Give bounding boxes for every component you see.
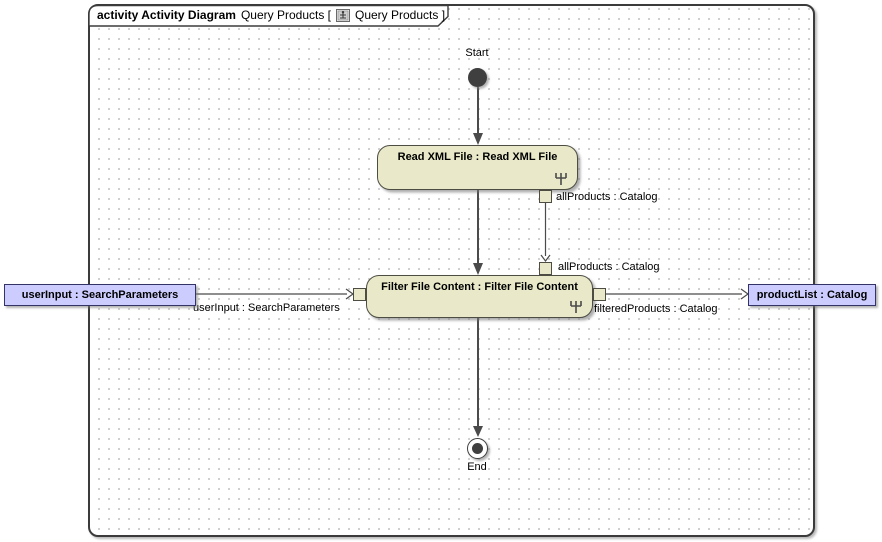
edge-label-userinput[interactable]: userInput : SearchParameters bbox=[193, 302, 340, 314]
param-node-userinput[interactable]: userInput : SearchParameters bbox=[4, 284, 196, 306]
start-node-label[interactable]: Start bbox=[465, 47, 489, 59]
edge-label-filteredproducts[interactable]: filteredProducts : Catalog bbox=[594, 303, 718, 315]
arrowhead-read-to-filter bbox=[473, 263, 483, 275]
activity-final-node[interactable] bbox=[467, 438, 488, 459]
output-pin-allproducts[interactable] bbox=[539, 190, 552, 203]
input-pin-userinput[interactable] bbox=[353, 288, 366, 301]
action-filter-file-content[interactable]: Filter File Content : Filter File Conten… bbox=[366, 275, 593, 318]
frame-title-tab[interactable] bbox=[88, 4, 449, 27]
input-pin-allproducts[interactable] bbox=[539, 262, 552, 275]
output-pin-allproducts-label[interactable]: allProducts : Catalog bbox=[556, 191, 658, 203]
arrowhead-start-to-read bbox=[473, 133, 483, 145]
input-pin-allproducts-label[interactable]: allProducts : Catalog bbox=[558, 261, 660, 273]
frame-title-keyword: activity Activity Diagram bbox=[97, 8, 236, 22]
arrowhead-filter-to-end bbox=[473, 426, 483, 437]
action-read-xml-file[interactable]: Read XML File : Read XML File bbox=[377, 145, 578, 190]
frame-title[interactable]: activity Activity Diagram Query Products… bbox=[97, 7, 445, 23]
action-filter-file-content-label: Filter File Content : Filter File Conten… bbox=[381, 281, 578, 293]
rake-icon bbox=[555, 173, 567, 185]
param-node-userinput-label: userInput : SearchParameters bbox=[21, 289, 179, 301]
param-node-productlist-label: productList : Catalog bbox=[756, 289, 868, 301]
activity-frame[interactable] bbox=[88, 4, 815, 537]
activity-final-inner-dot bbox=[472, 443, 483, 454]
frame-title-name: Query Products [ bbox=[240, 8, 331, 22]
initial-node[interactable] bbox=[468, 68, 487, 87]
rake-icon bbox=[570, 301, 582, 313]
output-pin-filteredproducts[interactable] bbox=[593, 288, 606, 301]
param-node-productlist[interactable]: productList : Catalog bbox=[748, 284, 876, 306]
activity-diagram-icon bbox=[336, 8, 350, 22]
arrowhead-allproducts bbox=[540, 254, 551, 262]
end-node-label[interactable]: End bbox=[467, 461, 487, 473]
action-read-xml-file-label: Read XML File : Read XML File bbox=[397, 151, 558, 163]
frame-title-diagram-name: Query Products ] bbox=[355, 8, 446, 22]
